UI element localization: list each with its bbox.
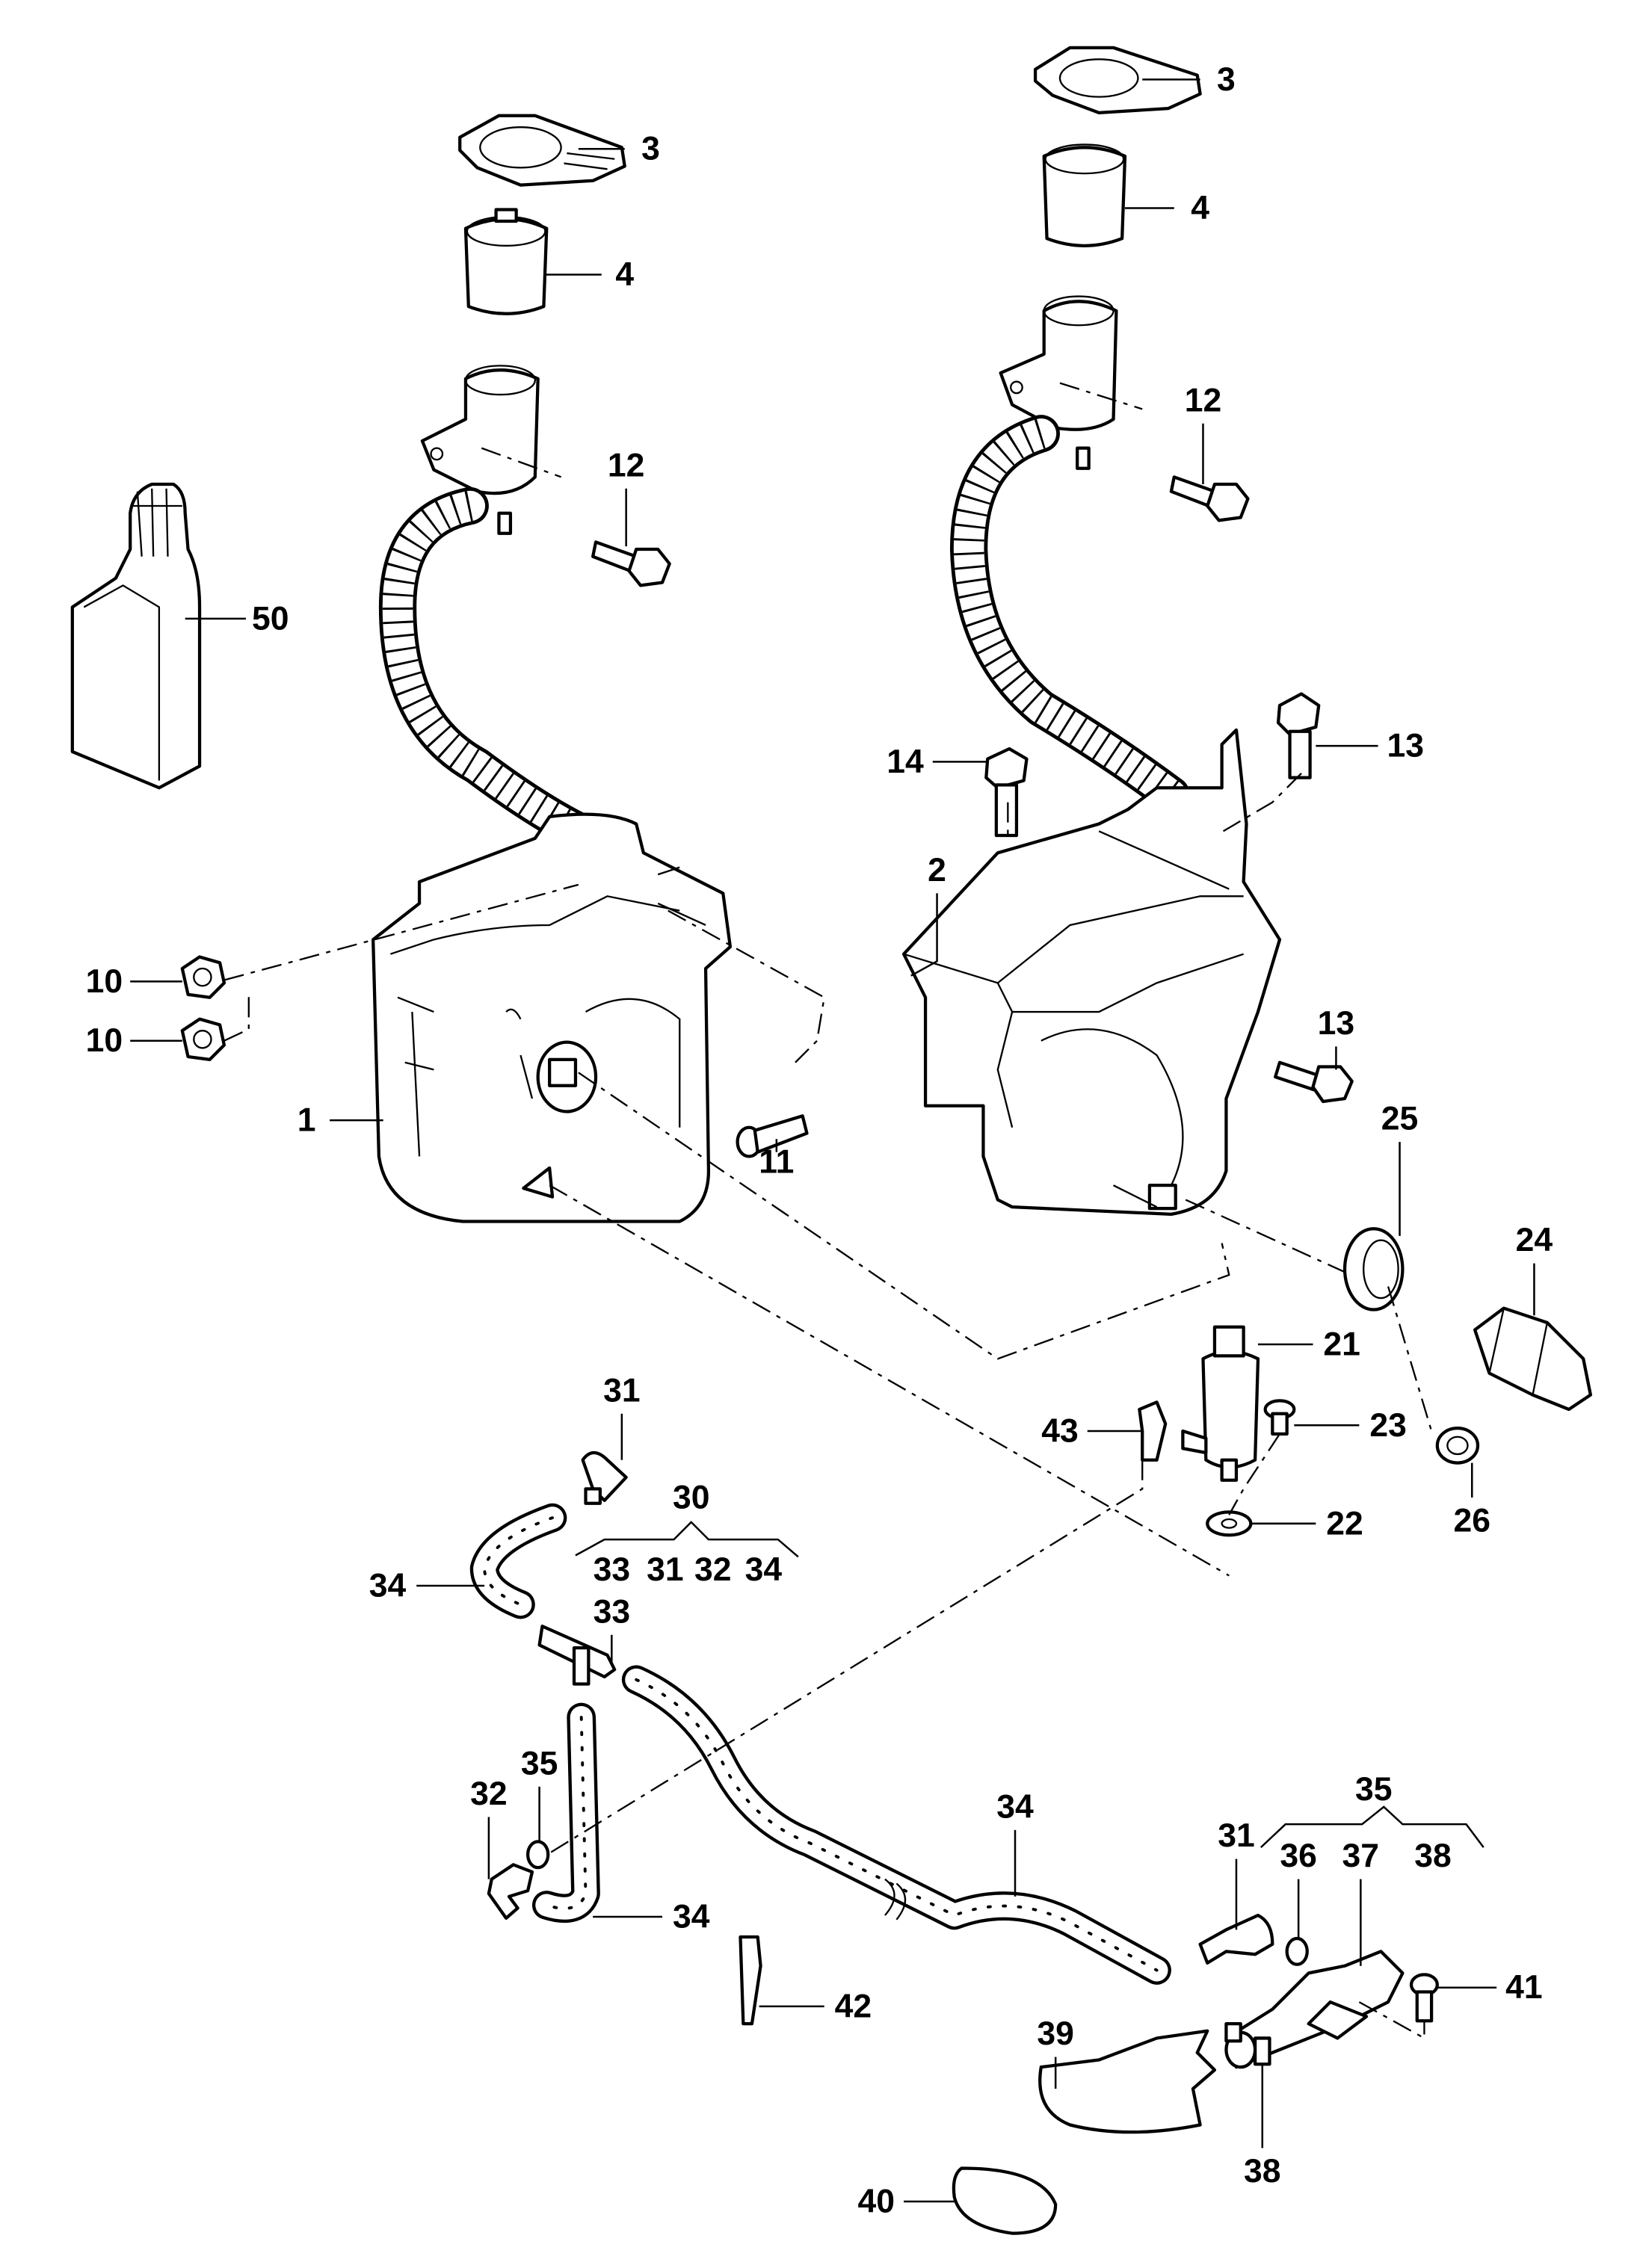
label-1: 1 <box>297 1102 316 1139</box>
leader-lines <box>130 78 1535 2203</box>
label-41: 41 <box>1505 1969 1542 2006</box>
washer-reservoir-right <box>901 728 1282 1216</box>
label-38-kit: 38 <box>1414 1838 1451 1874</box>
label-3-left: 3 <box>641 131 660 167</box>
filler-hose-right <box>949 415 1191 815</box>
bolt-13-side <box>1274 1060 1354 1104</box>
label-12-right: 12 <box>1185 382 1221 418</box>
elbow-connector-32 <box>487 1863 534 1921</box>
o-ring-36 <box>1285 1936 1309 1966</box>
label-34-left: 34 <box>369 1567 407 1604</box>
label-42: 42 <box>835 1988 872 2024</box>
cover-39 <box>1038 2029 1217 2134</box>
seal-22 <box>1206 1510 1253 1537</box>
label-50: 50 <box>252 600 289 637</box>
label-31-top: 31 <box>603 1372 640 1409</box>
label-12-left: 12 <box>608 447 644 483</box>
elbow-43 <box>1138 1400 1168 1462</box>
label-14: 14 <box>887 744 924 780</box>
label-13-top: 13 <box>1387 728 1424 764</box>
label-31-right: 31 <box>1218 1817 1254 1854</box>
label-23: 23 <box>1369 1407 1406 1444</box>
assembly-lines <box>223 382 1433 2040</box>
label-35-kit: 35 <box>1355 1771 1392 1808</box>
label-34-main: 34 <box>996 1788 1034 1825</box>
clip-42 <box>739 1935 762 2026</box>
o-ring-35a <box>526 1840 550 1870</box>
hex-nut-10b <box>180 1017 226 1062</box>
label-26: 26 <box>1454 1502 1490 1539</box>
kit30-item-32: 32 <box>694 1551 731 1588</box>
label-39: 39 <box>1037 2015 1073 2052</box>
washer-reservoir-left <box>371 812 733 1223</box>
kit-bracket-30 <box>575 1521 799 1558</box>
label-21: 21 <box>1323 1326 1360 1362</box>
washer-26 <box>1435 1427 1480 1465</box>
bolt-12-right <box>1169 475 1250 522</box>
filler-neck-left <box>420 365 540 535</box>
kit-bracket-35 <box>1260 1805 1485 1849</box>
hose-34b <box>531 1702 600 1924</box>
hose-34a <box>469 1503 567 1619</box>
hex-nut-10a <box>180 955 226 999</box>
elbow-connector-31a <box>581 1450 628 1505</box>
kit30-item-31: 31 <box>647 1551 683 1588</box>
plug-23 <box>1263 1399 1296 1436</box>
filler-cap-right <box>1033 46 1202 115</box>
filler-hose-left <box>378 486 597 850</box>
label-32: 32 <box>470 1776 507 1812</box>
filler-cap-left <box>458 114 626 187</box>
washer-pump-21 <box>1181 1325 1260 1482</box>
screw-41 <box>1409 1973 1439 2023</box>
jet-38 <box>1224 2021 1271 2066</box>
label-11: 11 <box>759 1144 794 1181</box>
screw-11 <box>736 1114 809 1158</box>
label-2: 2 <box>928 852 946 889</box>
bolt-12-left <box>591 540 671 587</box>
nozzle-37 <box>1224 1950 1405 2069</box>
t-connector-33 <box>537 1625 617 1686</box>
label-38-jet: 38 <box>1244 2153 1280 2190</box>
label-4-right: 4 <box>1191 190 1209 226</box>
kit30-item-33: 33 <box>594 1551 630 1588</box>
label-40: 40 <box>858 2184 895 2220</box>
label-22: 22 <box>1326 1505 1363 1542</box>
label-3-right: 3 <box>1217 61 1236 98</box>
strainer-left <box>463 208 549 315</box>
label-10b: 10 <box>86 1022 123 1059</box>
hose-34-main <box>621 1665 1171 1985</box>
elbow-connector-31b <box>1198 1913 1274 1965</box>
washer-fluid-bottle <box>70 482 202 790</box>
callout-labels: 3 4 12 50 10 10 1 11 3 4 12 14 13 2 13 2… <box>86 61 1553 2220</box>
gasket-40 <box>952 2166 1058 2235</box>
label-43: 43 <box>1041 1413 1078 1450</box>
label-13-side: 13 <box>1318 1005 1354 1042</box>
label-30: 30 <box>673 1479 709 1515</box>
bolt-14 <box>984 747 1029 838</box>
label-37: 37 <box>1342 1838 1379 1874</box>
label-35-oring: 35 <box>521 1745 558 1782</box>
label-4-left: 4 <box>615 256 634 293</box>
kit30-item-34: 34 <box>745 1551 783 1588</box>
level-sensor-24 <box>1473 1306 1593 1412</box>
bolt-13-top <box>1276 692 1321 779</box>
label-34-vertical: 34 <box>673 1898 710 1935</box>
label-36: 36 <box>1280 1838 1316 1874</box>
strainer-right <box>1042 143 1127 247</box>
label-24: 24 <box>1516 1222 1553 1258</box>
grommet-25 <box>1342 1227 1405 1311</box>
label-25: 25 <box>1381 1101 1418 1137</box>
label-10a: 10 <box>86 963 123 1000</box>
label-33: 33 <box>594 1593 630 1630</box>
